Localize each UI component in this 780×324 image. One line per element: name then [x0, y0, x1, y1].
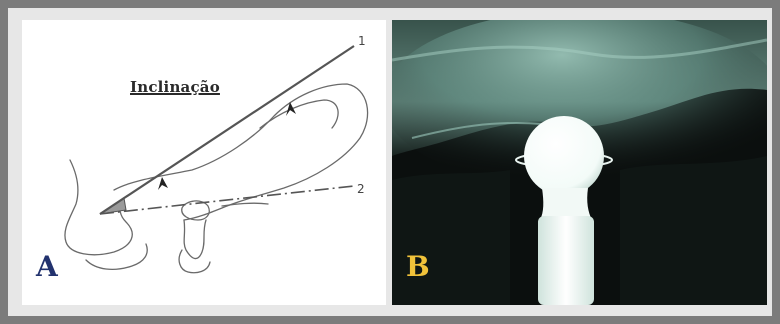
vertebra-3 [179, 250, 210, 273]
jaw-contour [86, 244, 147, 269]
reference-line-2 [100, 186, 354, 214]
prosthesis-head [524, 116, 604, 196]
skull-outline-drawing [22, 20, 386, 305]
inclination-title: Inclinação [130, 78, 220, 96]
panel-a-diagram: Inclinação 1 2 A [22, 20, 386, 305]
bone-inner-contour [260, 100, 338, 128]
xray-image [392, 20, 767, 305]
panel-a-letter: A [36, 253, 58, 281]
inclination-line-1 [100, 46, 354, 214]
bone-lower-edge [222, 203, 268, 206]
bone-outline [114, 84, 368, 220]
panel-b-letter: B [406, 253, 430, 281]
line-label-2: 2 [357, 182, 365, 196]
panel-b-radiograph: B [392, 20, 767, 305]
arrowhead-lower [158, 177, 168, 190]
vertebra-2 [184, 220, 206, 259]
prosthesis-neck [540, 188, 592, 220]
prosthesis-stem [538, 216, 594, 305]
line-label-1: 1 [358, 34, 366, 48]
